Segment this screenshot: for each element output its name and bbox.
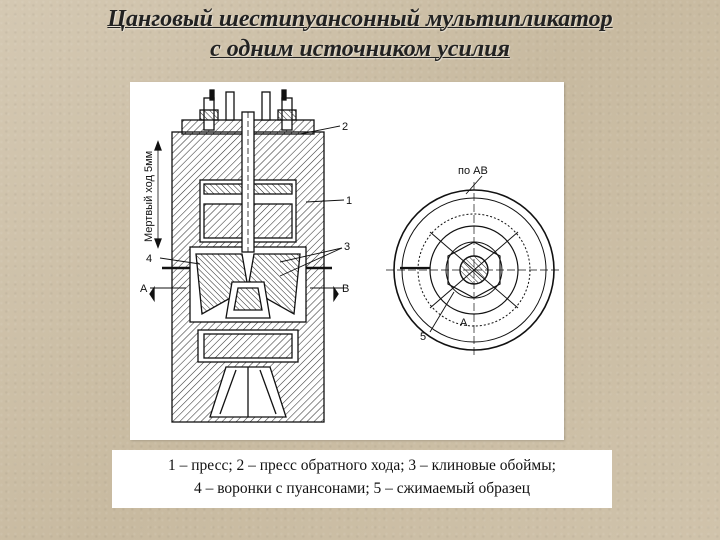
title-line-2: с одним источником усилия <box>210 36 510 62</box>
plan-view <box>386 175 562 358</box>
caption-line-1: 1 – пресс; 2 – пресс обратного хода; 3 –… <box>168 457 556 474</box>
title-line-1: Цанговый шестипуансонный мультипликатор <box>107 6 613 32</box>
section-mark-a: А <box>140 283 148 295</box>
drawing-svg: 2 1 3 4 А В Мертвый ход 5мм по АВ 5 А <box>140 89 562 423</box>
plan-mark-a: А <box>460 317 468 329</box>
callout-2: 2 <box>342 121 348 133</box>
section-mark-b: В <box>342 283 349 295</box>
view-label: по АВ <box>458 165 488 177</box>
dead-travel-label: Мертвый ход 5мм <box>143 151 155 242</box>
callout-3: 3 <box>344 241 350 253</box>
callout-5: 5 <box>420 331 426 343</box>
technical-drawing: 2 1 3 4 А В Мертвый ход 5мм по АВ 5 А <box>130 82 564 440</box>
hexagon-punches <box>447 241 501 299</box>
callout-4: 4 <box>146 253 152 265</box>
section-view <box>149 89 345 423</box>
caption-line-2: 4 – воронки с пуансонами; 5 – сжимаемый … <box>193 480 531 497</box>
callout-1: 1 <box>346 195 352 207</box>
figure-caption: 1 – пресс; 2 – пресс обратного хода; 3 –… <box>112 450 612 508</box>
slide-title: Цанговый шестипуансонный мультипликатор … <box>0 4 720 64</box>
punch-assembly <box>233 287 263 311</box>
